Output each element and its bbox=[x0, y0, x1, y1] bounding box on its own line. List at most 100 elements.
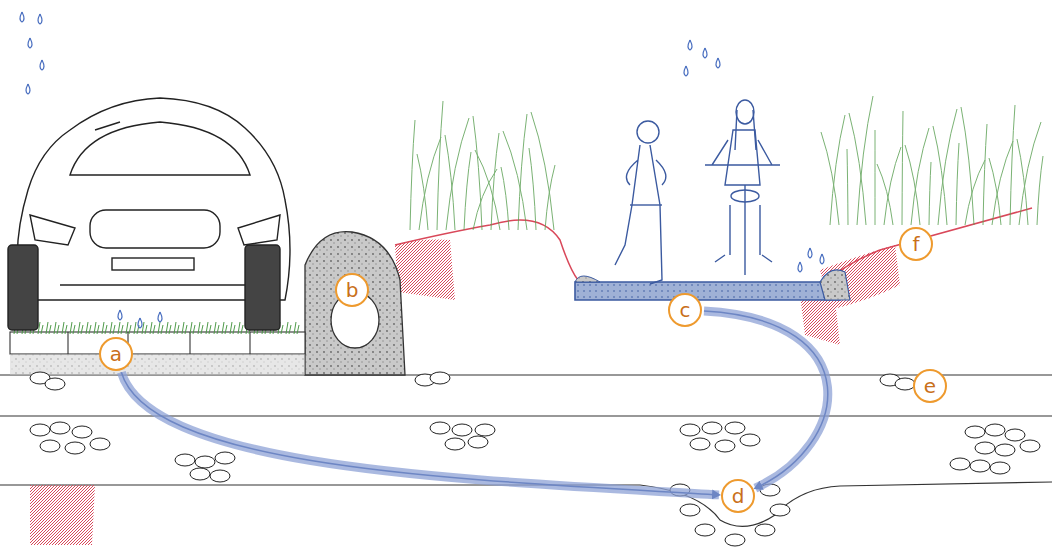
path-c bbox=[575, 270, 850, 300]
illustration-part bbox=[60, 284, 250, 285]
illustration-part bbox=[983, 124, 987, 225]
illustration-part bbox=[670, 484, 690, 496]
flow-arrow-line bbox=[121, 372, 719, 495]
illustration-part bbox=[760, 484, 780, 496]
illustration-part bbox=[10, 354, 305, 375]
illustration-part bbox=[30, 424, 50, 436]
illustration-part bbox=[65, 442, 85, 454]
illustration-part bbox=[575, 276, 600, 282]
illustration-part bbox=[464, 152, 471, 230]
illustration-part bbox=[417, 154, 428, 230]
illustration-part bbox=[820, 254, 824, 264]
illustration-part bbox=[112, 258, 194, 270]
illustration-part bbox=[615, 145, 666, 284]
callout-circle: b bbox=[335, 273, 369, 307]
illustration-part bbox=[911, 128, 929, 225]
pavement bbox=[10, 332, 305, 375]
illustration-part bbox=[138, 318, 142, 328]
illustration-part bbox=[1020, 440, 1040, 452]
illustration-part bbox=[884, 147, 901, 225]
illustration-part bbox=[198, 322, 203, 334]
illustration-part bbox=[1037, 156, 1043, 225]
people bbox=[615, 100, 780, 284]
illustration-part bbox=[736, 100, 754, 124]
illustration-part bbox=[905, 145, 920, 225]
illustration-part bbox=[800, 295, 840, 345]
illustration-part bbox=[468, 436, 488, 448]
illustration-part bbox=[847, 149, 848, 225]
illustration-part bbox=[150, 322, 155, 334]
illustration-part bbox=[715, 440, 735, 452]
illustration-part bbox=[118, 322, 123, 334]
rain bbox=[20, 12, 824, 328]
illustration-part bbox=[770, 504, 790, 516]
illustration-part bbox=[990, 462, 1010, 474]
car bbox=[8, 98, 290, 330]
illustration-part bbox=[808, 248, 812, 258]
illustration-part bbox=[731, 190, 759, 202]
illustration-part bbox=[725, 130, 760, 185]
illustration-part bbox=[430, 422, 450, 434]
illustration-part bbox=[995, 444, 1015, 456]
illustration-part bbox=[286, 322, 291, 334]
illustration-part bbox=[175, 454, 195, 466]
illustration-part bbox=[238, 322, 243, 334]
grass bbox=[410, 96, 1043, 230]
illustration-part bbox=[575, 282, 840, 300]
illustration-part bbox=[195, 456, 215, 468]
illustration-part bbox=[740, 434, 760, 446]
illustration-part bbox=[305, 232, 405, 375]
illustration-part bbox=[965, 160, 985, 225]
illustration-part bbox=[158, 322, 163, 334]
illustration-part bbox=[62, 322, 67, 334]
illustration-part bbox=[680, 504, 700, 516]
illustration-part bbox=[716, 58, 720, 68]
callout-letter: e bbox=[924, 376, 936, 396]
illustration-part bbox=[703, 48, 707, 58]
illustration-part bbox=[702, 422, 722, 434]
illustration-part bbox=[820, 245, 900, 310]
illustration-part bbox=[30, 215, 75, 245]
illustration-part bbox=[933, 126, 947, 225]
illustration-part bbox=[10, 332, 305, 354]
illustration-part bbox=[40, 60, 44, 70]
illustration-part bbox=[715, 255, 772, 262]
illustration-part bbox=[475, 150, 500, 230]
illustration-part bbox=[446, 118, 469, 230]
illustration-part bbox=[142, 322, 147, 334]
illustration-part bbox=[182, 322, 187, 334]
callout-letter: b bbox=[346, 280, 359, 300]
illustration-part bbox=[684, 66, 688, 76]
callout-letter: c bbox=[680, 300, 691, 320]
illustration-part bbox=[1010, 105, 1015, 225]
illustration-part bbox=[238, 215, 280, 245]
illustration-part bbox=[410, 120, 415, 230]
callout-circle: f bbox=[899, 227, 933, 261]
illustration-part bbox=[90, 210, 220, 248]
illustration-part bbox=[158, 312, 162, 322]
hatches bbox=[30, 240, 900, 545]
illustration-part bbox=[0, 415, 1052, 416]
illustration-part bbox=[445, 135, 455, 230]
illustration-part bbox=[820, 270, 850, 300]
illustration-part bbox=[294, 322, 299, 334]
illustration-part bbox=[45, 378, 65, 390]
illustration-part bbox=[849, 113, 866, 225]
illustration-part bbox=[40, 440, 60, 452]
illustration-part bbox=[989, 158, 1001, 225]
illustration-part bbox=[725, 422, 745, 434]
illustration-part bbox=[222, 322, 227, 334]
illustration-part bbox=[961, 107, 974, 225]
flow-arrow bbox=[704, 311, 828, 488]
flow-arrow bbox=[121, 372, 719, 495]
illustration-part bbox=[166, 322, 171, 334]
illustration-part bbox=[78, 322, 83, 334]
terrain bbox=[395, 208, 1032, 280]
illustration-part bbox=[970, 460, 990, 472]
callout-letter: a bbox=[110, 344, 122, 364]
illustration-part bbox=[38, 322, 43, 334]
illustration-part bbox=[20, 12, 24, 22]
illustration-part bbox=[206, 322, 211, 334]
